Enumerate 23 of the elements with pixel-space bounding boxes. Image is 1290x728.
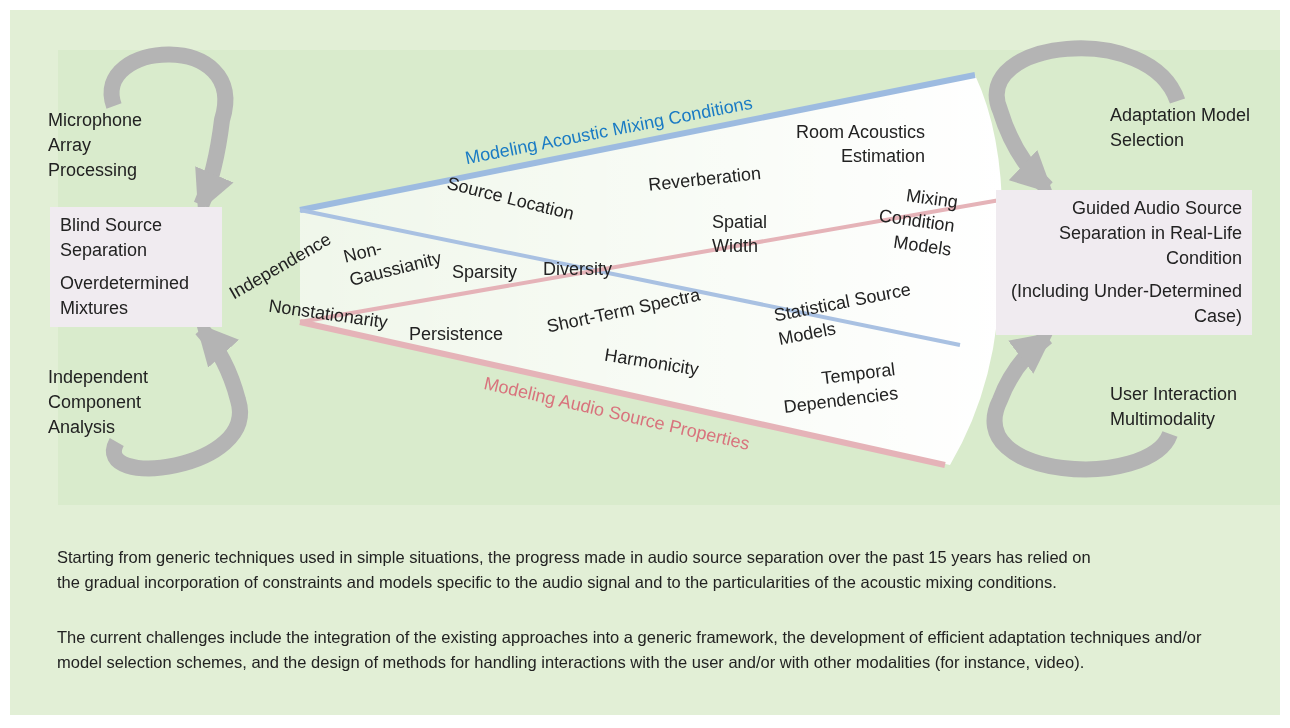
technique-text: Microphone Array Processing xyxy=(48,109,144,182)
box-text: (Including Under-Determined Case) xyxy=(1009,280,1242,328)
property-text: Source Location xyxy=(444,171,577,226)
technique-text: Independent Component Analysis xyxy=(48,366,150,439)
property-text: Diversity xyxy=(543,258,613,281)
property-text: Temporal Dependencies xyxy=(781,358,900,419)
technique-text: User Interaction Multimodality xyxy=(1110,383,1239,431)
box-title: Blind Source Separation xyxy=(60,214,164,262)
property-text: Persistence xyxy=(409,323,505,346)
property-text: Statistical Source Models xyxy=(771,278,914,351)
property-text: Room Acoustics Estimation xyxy=(794,121,925,168)
box-text: Overdetermined Mixtures xyxy=(60,272,191,320)
caption-text: Starting from generic techniques used in simple situations, the progress made in audio source separation over the past 15 years has relied on the gradual incorporation of constraints and models specific to the audio signal and to the particularities of the acoustic mixing conditions. xyxy=(57,547,1092,593)
method-box xyxy=(50,207,222,327)
technique-text: Adaptation Model Selection xyxy=(1110,104,1252,152)
property-text: Mixing Condition Models xyxy=(876,184,960,262)
property-text: Harmonicity xyxy=(602,343,702,382)
caption-text: The current challenges include the integration of the existing approaches into a generic framework, the development of efficient adaptation techniques and/or model selection schemes, and the design of methods for handling interactions with the user and/or with other modalities (for instance, video). xyxy=(57,627,1203,673)
box-title: Guided Audio Source Separation in Real-Life Condition xyxy=(1057,197,1242,270)
goal-box xyxy=(996,190,1252,335)
property-text: Spatial Width xyxy=(712,211,769,258)
property-text: Short-Term Spectra xyxy=(544,283,703,339)
property-text: Sparsity xyxy=(452,261,519,284)
